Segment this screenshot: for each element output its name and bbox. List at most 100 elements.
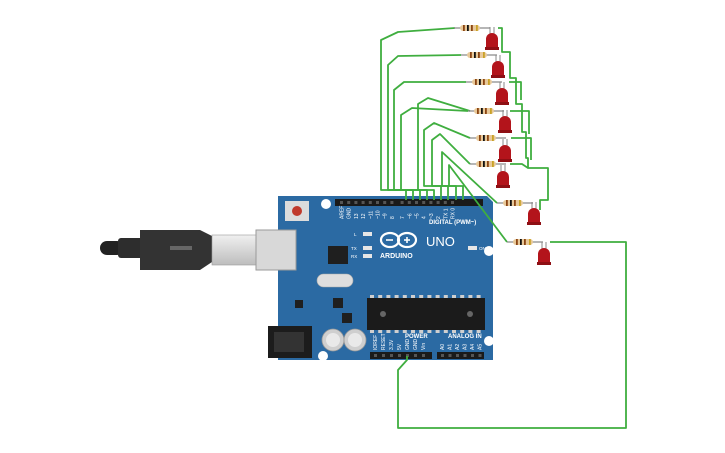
wire[interactable] xyxy=(397,241,627,429)
analog-pin-hole[interactable] xyxy=(456,354,459,357)
led-rx-label: RX xyxy=(351,254,357,259)
analog-pin-label: A2 xyxy=(455,344,461,350)
analog-pin-hole[interactable] xyxy=(463,354,467,357)
power-pin-hole[interactable] xyxy=(390,354,393,357)
digital-pin-label: AREF xyxy=(340,206,346,219)
resistor[interactable] xyxy=(470,135,506,141)
analog-pin-label: A3 xyxy=(463,344,469,350)
analog-header xyxy=(437,352,484,359)
resistor[interactable] xyxy=(497,200,533,206)
digital-pin-hole[interactable] xyxy=(436,201,440,204)
wire[interactable] xyxy=(393,81,466,200)
led[interactable] xyxy=(527,202,541,225)
wire[interactable] xyxy=(498,27,549,210)
resistor[interactable] xyxy=(461,52,497,58)
led-on-label: ON xyxy=(479,246,486,251)
digital-pin-hole[interactable] xyxy=(376,201,379,204)
power-pin-hole[interactable] xyxy=(398,354,401,357)
analog-pin-hole[interactable] xyxy=(448,354,452,357)
digital-pin-label: GND xyxy=(347,208,353,220)
led[interactable] xyxy=(495,82,509,105)
resistor[interactable] xyxy=(468,108,504,114)
led[interactable] xyxy=(498,110,512,133)
digital-pin-label: 8 xyxy=(390,216,396,219)
digital-pin-label: TX 1 xyxy=(443,208,449,219)
digital-pin-label: 2 xyxy=(436,216,442,219)
digital-pin-hole[interactable] xyxy=(347,201,351,204)
digital-pin-hole[interactable] xyxy=(422,201,426,204)
wires xyxy=(380,27,627,429)
usb-cable[interactable] xyxy=(100,230,258,270)
digital-pin-label: ~10 xyxy=(376,210,382,219)
board-model: UNO xyxy=(426,234,455,249)
wire[interactable] xyxy=(510,163,529,169)
digital-pin-hole[interactable] xyxy=(429,201,433,204)
resistor[interactable] xyxy=(466,79,502,85)
power-pin-label: GND xyxy=(413,339,419,351)
resistor[interactable] xyxy=(470,161,506,167)
analog-section-label: ANALOG IN xyxy=(448,334,482,340)
power-pin-label: GND xyxy=(405,339,411,351)
digital-pin-hole[interactable] xyxy=(407,201,411,204)
analog-pin-label: A5 xyxy=(478,344,484,350)
led[interactable] xyxy=(485,27,499,50)
power-pin-hole[interactable] xyxy=(406,354,409,357)
digital-pin-label: ~3 xyxy=(429,213,435,219)
wire[interactable] xyxy=(448,164,508,243)
digital-pin-label: 7 xyxy=(400,216,406,219)
analog-pin-label: A4 xyxy=(470,344,476,350)
digital-pin-hole[interactable] xyxy=(400,201,404,204)
microcontroller-chip xyxy=(367,298,485,330)
power-pin-hole[interactable] xyxy=(414,354,417,357)
digital-pin-hole[interactable] xyxy=(340,201,343,204)
power-pin-label: RESET xyxy=(381,333,387,350)
digital-pin-label: ~11 xyxy=(368,211,374,219)
arduino-logo xyxy=(379,231,418,249)
digital-pin-label: RX 0 xyxy=(451,208,457,219)
digital-pin-label: 4 xyxy=(422,216,428,219)
wire[interactable] xyxy=(400,107,469,200)
led[interactable] xyxy=(496,165,510,188)
digital-pin-hole[interactable] xyxy=(354,201,358,204)
led[interactable] xyxy=(537,242,551,265)
wire[interactable] xyxy=(510,110,530,134)
power-pin-hole[interactable] xyxy=(422,354,425,357)
analog-pin-label: A0 xyxy=(440,344,446,350)
digital-pin-label: 13 xyxy=(354,213,360,219)
wire[interactable] xyxy=(387,54,462,200)
power-pin-label: 5V xyxy=(397,343,403,350)
analog-pin-hole[interactable] xyxy=(478,354,482,357)
analog-pin-hole[interactable] xyxy=(441,354,444,357)
digital-pin-hole[interactable] xyxy=(368,201,372,204)
wire[interactable] xyxy=(431,133,471,200)
power-pin-hole[interactable] xyxy=(382,354,385,357)
wire[interactable] xyxy=(441,151,498,204)
digital-section-label: DIGITAL (PWM~) xyxy=(429,220,476,226)
power-pin-label: IOREF xyxy=(373,335,379,350)
wire[interactable] xyxy=(423,122,471,200)
wire[interactable] xyxy=(509,81,522,100)
wire[interactable] xyxy=(417,97,471,200)
analog-pin-hole[interactable] xyxy=(471,354,474,357)
digital-pin-hole[interactable] xyxy=(390,201,394,204)
wire[interactable] xyxy=(380,27,456,200)
led-tx-label: TX xyxy=(351,246,357,251)
digital-pin-hole[interactable] xyxy=(383,201,387,204)
power-pin-hole[interactable] xyxy=(374,354,377,357)
resistor[interactable] xyxy=(454,25,490,31)
led[interactable] xyxy=(498,139,512,162)
digital-pin-hole[interactable] xyxy=(443,201,447,204)
digital-pin-hole[interactable] xyxy=(451,201,454,204)
digital-pin-hole[interactable] xyxy=(415,201,418,204)
resistor[interactable] xyxy=(507,239,543,245)
board-brand: ARDUINO xyxy=(380,253,413,260)
power-section-label: POWER xyxy=(405,334,428,340)
digital-pin-hole[interactable] xyxy=(361,201,365,204)
wire[interactable] xyxy=(511,137,532,160)
digital-pin-label: ~9 xyxy=(383,213,389,219)
digital-pin-label: 12 xyxy=(361,213,367,219)
led[interactable] xyxy=(491,55,505,78)
power-pin-label: Vin xyxy=(421,343,427,350)
digital-pin-label: ~6 xyxy=(407,213,413,219)
